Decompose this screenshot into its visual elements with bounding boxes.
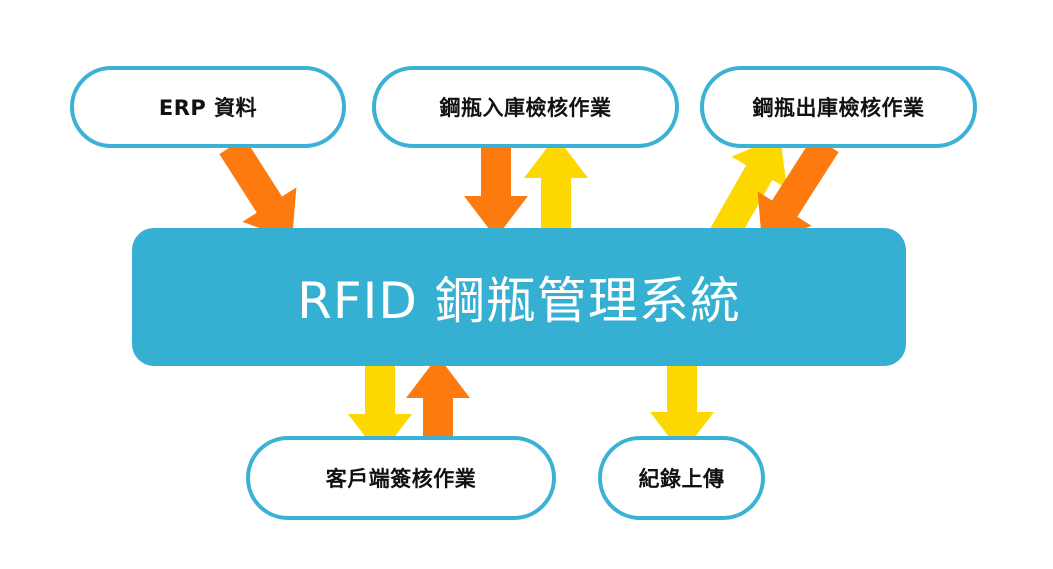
outbound-up-arrow (709, 136, 788, 246)
customer-up-arrow (406, 356, 470, 456)
upload-down-arrow (650, 358, 714, 454)
record-upload-label: 紀錄上傳 (638, 467, 725, 491)
record-upload-node: 紀錄上傳 (598, 436, 765, 520)
cylinder-outbound-check-node: 鋼瓶出庫檢核作業 (700, 66, 977, 148)
customer-signoff-label: 客戶端簽核作業 (325, 467, 477, 491)
customer-down-arrow (348, 356, 412, 456)
customer-signoff-node: 客戶端簽核作業 (246, 436, 556, 520)
erp-data-node: ERP 資料 (70, 66, 346, 148)
erp-to-system-arrow (219, 137, 297, 240)
system-title: RFID 鋼瓶管理系統 (297, 272, 741, 330)
inbound-up-arrow (524, 136, 588, 238)
cylinder-inbound-check-node: 鋼瓶入庫檢核作業 (372, 66, 679, 148)
erp-data-label: ERP 資料 (158, 96, 258, 120)
outbound-down-arrow (757, 135, 839, 244)
rfid-cylinder-management-system: RFID 鋼瓶管理系統 (132, 228, 906, 366)
cylinder-inbound-check-label: 鋼瓶入庫檢核作業 (439, 96, 612, 120)
inbound-down-arrow (464, 140, 528, 238)
cylinder-outbound-check-label: 鋼瓶出庫檢核作業 (752, 96, 925, 120)
